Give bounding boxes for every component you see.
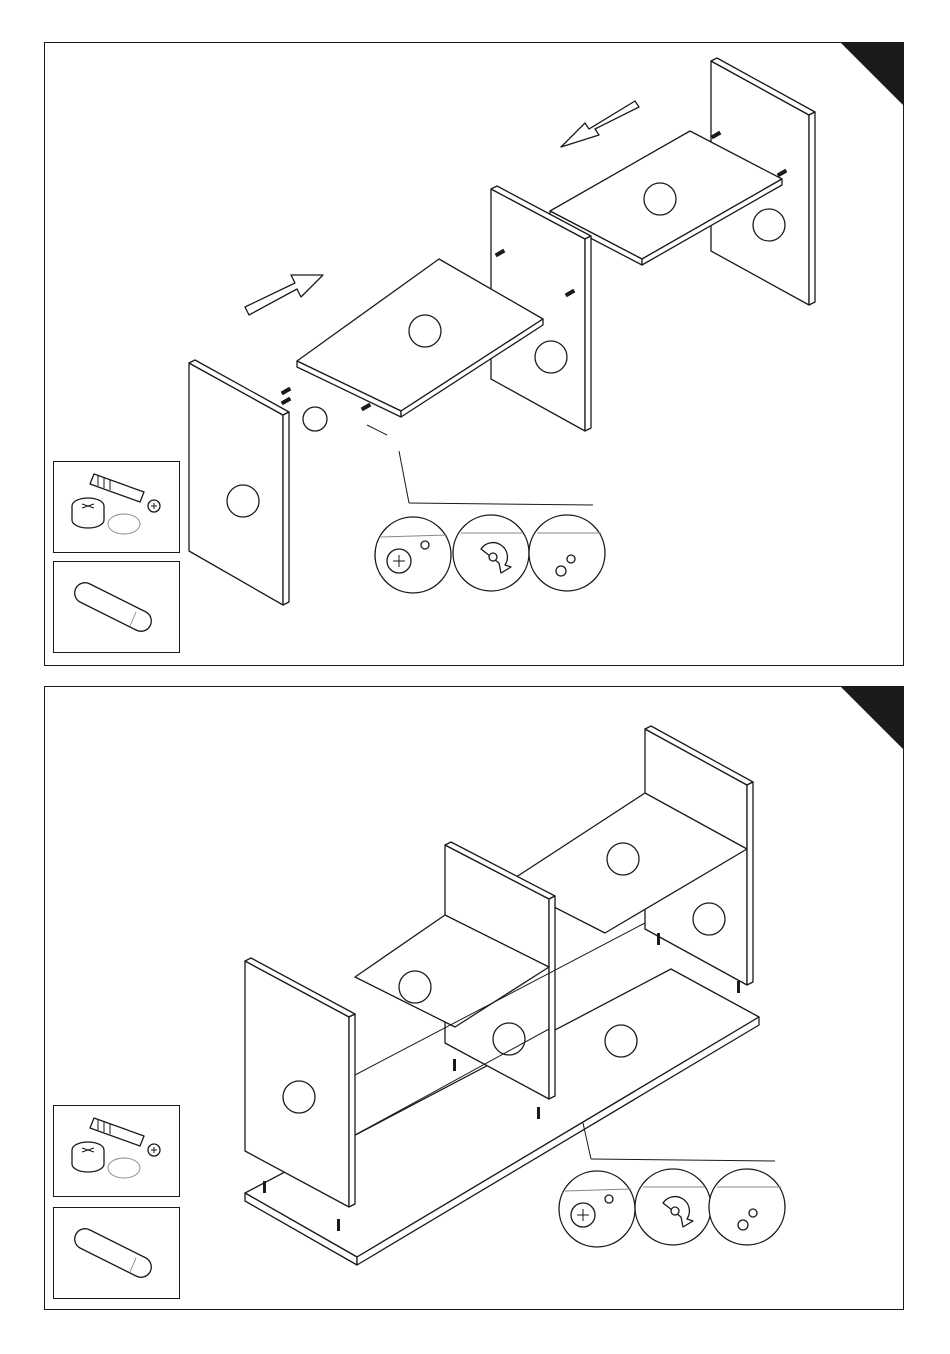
cam-lock-part-box xyxy=(53,1105,180,1197)
detail-callout-insert xyxy=(375,517,451,593)
detail-leader xyxy=(367,425,593,505)
left-side-panel xyxy=(189,360,289,605)
dowel-icon xyxy=(54,1208,179,1298)
direction-arrow-icon xyxy=(245,275,323,315)
cam-lock-icon xyxy=(54,1106,179,1196)
detail-leader xyxy=(583,1123,775,1161)
left-side-panel xyxy=(245,958,355,1207)
dowel-part-box xyxy=(53,561,180,653)
detail-callout-turn xyxy=(635,1169,711,1245)
step-2-panel xyxy=(44,686,904,1310)
dowel-part-box xyxy=(53,1207,180,1299)
dowel-icon xyxy=(54,562,179,652)
cam-hole-icon xyxy=(303,407,327,431)
detail-callout-locked xyxy=(709,1169,785,1245)
detail-callout-insert xyxy=(559,1171,635,1247)
direction-arrow-icon xyxy=(561,101,639,147)
cam-lock-part-box xyxy=(53,461,180,553)
detail-callout-locked xyxy=(529,515,605,591)
cam-lock-icon xyxy=(54,462,179,552)
detail-callout-turn xyxy=(453,515,529,591)
step-1-panel xyxy=(44,42,904,666)
